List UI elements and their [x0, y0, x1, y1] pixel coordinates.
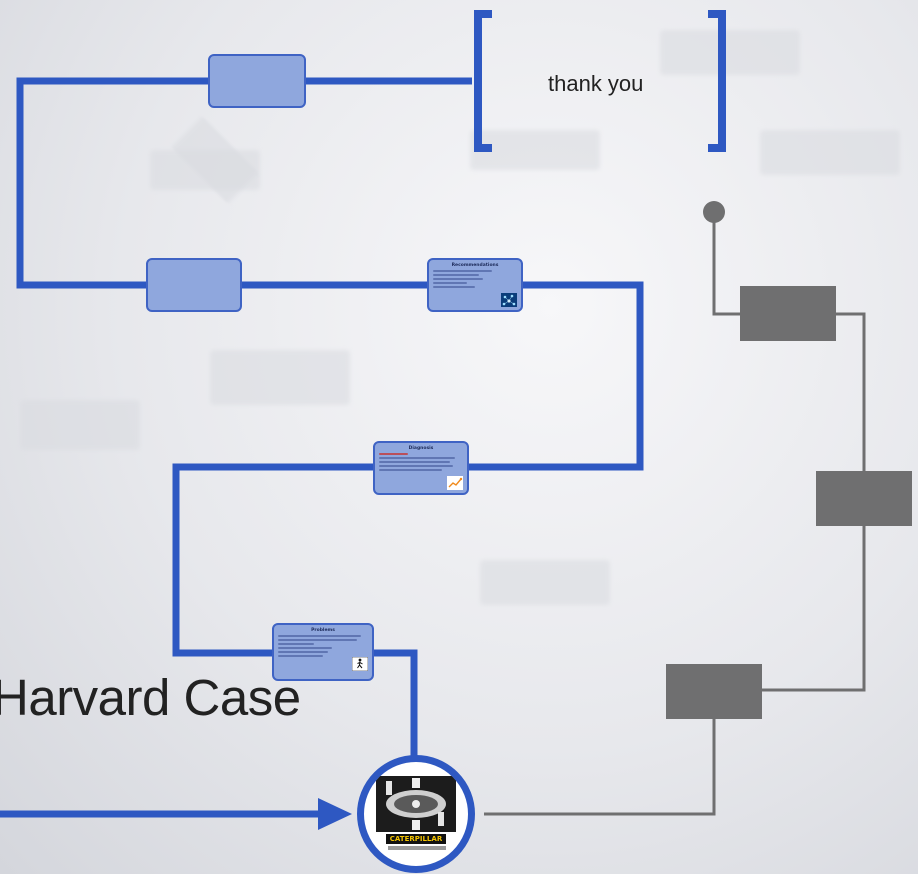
slide-text-line: [278, 639, 358, 641]
slide-text-line: [379, 453, 409, 455]
background-shape: [210, 350, 350, 405]
background-shape: [20, 400, 140, 450]
slide-text-line: [433, 278, 484, 280]
arrow-head: [318, 798, 352, 830]
background-shape: [760, 130, 900, 175]
slide-diagnosis[interactable]: Diagnosis: [373, 441, 469, 495]
slide-text-line: [379, 469, 442, 471]
slide-text-line: [278, 651, 328, 653]
slide-text-line: [433, 274, 480, 276]
caterpillar-logo: CATERPILLAR: [386, 834, 446, 844]
gray-path: [484, 212, 866, 816]
slide-text-line: [433, 282, 467, 284]
background-shape: [480, 560, 610, 605]
path-frame-top[interactable]: [208, 54, 306, 108]
background-shape: [660, 30, 800, 75]
slide-title: Problems: [311, 628, 335, 633]
slide-text-line: [278, 635, 361, 637]
slide-problems[interactable]: Problems: [272, 623, 374, 681]
thank-you-label: thank you: [548, 71, 644, 96]
slide-text-line: [278, 643, 314, 645]
slide-text-line: [278, 655, 323, 657]
caterpillar-photo-graphic: [376, 776, 456, 832]
gray-frame-middle[interactable]: [816, 471, 912, 526]
title-text: Harvard Case: [0, 669, 301, 726]
slide-recommendations[interactable]: Recommendations: [427, 258, 523, 312]
logo-tagline-bar: [388, 846, 446, 850]
start-circle-node[interactable]: CATERPILLAR: [357, 755, 475, 873]
caterpillar-photo: [376, 776, 456, 832]
slide-text-line: [433, 286, 475, 288]
slide-title: Diagnosis: [408, 446, 434, 451]
frame-bracket-left: [474, 10, 492, 152]
slide-title: Recommendations: [451, 263, 499, 268]
chart-image-icon: [447, 476, 463, 490]
gray-path-start-dot: [703, 201, 725, 223]
slide-text-line: [379, 465, 453, 467]
slide-text-line: [278, 647, 332, 649]
network-image-icon: [501, 293, 517, 307]
frame-bracket-right: [708, 10, 726, 152]
path-frame-middle[interactable]: [146, 258, 242, 312]
gray-frame-top[interactable]: [740, 286, 836, 341]
gray-frame-bottom[interactable]: [666, 664, 762, 719]
slide-text-line: [379, 461, 451, 463]
slide-text-line: [433, 270, 492, 272]
person-walking-icon: [352, 657, 368, 671]
slide-text-line: [379, 457, 455, 459]
